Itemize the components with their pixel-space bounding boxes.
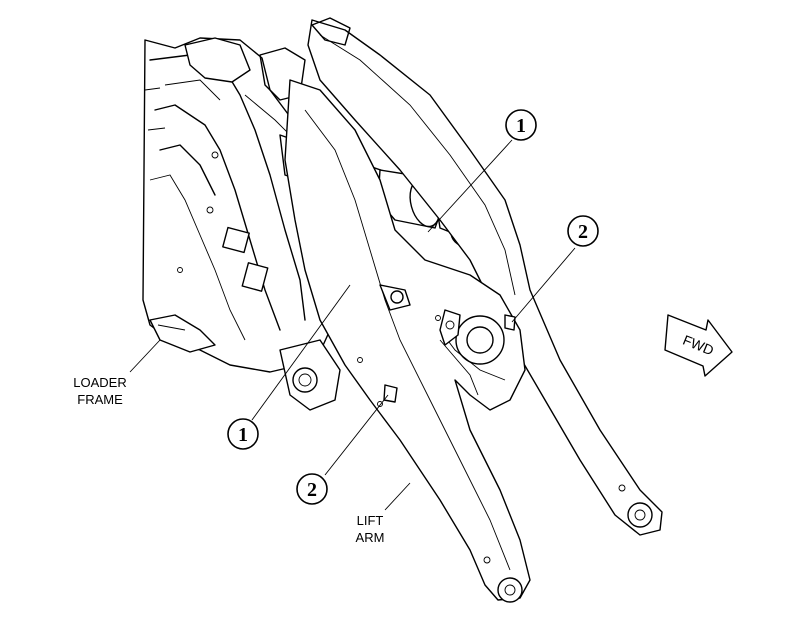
front-lift-arm bbox=[284, 79, 531, 603]
lift-arm-label-line2: ARM bbox=[356, 530, 385, 545]
lift-arm-label-line1: LIFT bbox=[357, 513, 384, 528]
lift-arm-label: LIFT ARM bbox=[356, 513, 385, 545]
leader-lines bbox=[129, 139, 576, 511]
rear-lift-arm bbox=[307, 17, 663, 536]
callout-1-top: 1 bbox=[505, 109, 537, 141]
loader-frame-label-line2: FRAME bbox=[77, 392, 123, 407]
loader-frame-label: LOADER FRAME bbox=[73, 375, 126, 407]
loader-frame-label-line1: LOADER bbox=[73, 375, 126, 390]
callout-number: 1 bbox=[516, 115, 526, 137]
callout-1-bottom: 1 bbox=[227, 418, 259, 450]
callout-number: 2 bbox=[307, 479, 317, 501]
callout-number: 1 bbox=[238, 424, 248, 446]
forward-direction-arrow: FWD bbox=[664, 314, 733, 377]
callout-2-bottom: 2 bbox=[296, 473, 328, 505]
callout-number: 2 bbox=[578, 221, 588, 243]
callout-2-right: 2 bbox=[567, 215, 599, 247]
